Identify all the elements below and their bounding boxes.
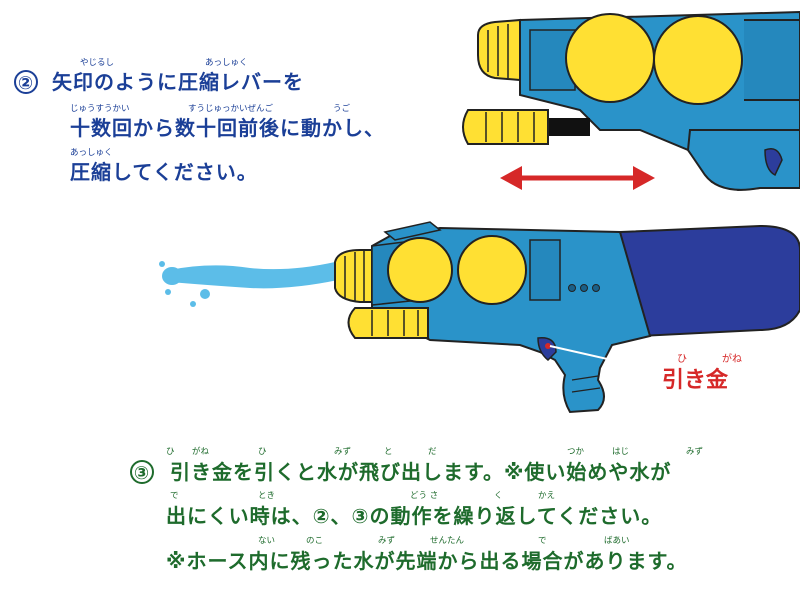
step2-number: ② <box>14 70 38 94</box>
ruby-suujukkai-zengo: すうじゅっかいぜんご <box>188 104 274 114</box>
ruby-asshuku-2: あっしゅく <box>70 148 113 158</box>
top-gun-chamber-1 <box>565 13 655 103</box>
ruby-asshuku-1: あっしゅく <box>205 58 248 68</box>
ruby-s3-mizu3: みず <box>378 536 396 546</box>
bottom-water-gun <box>334 221 800 414</box>
bottom-gun-trigger <box>537 337 557 362</box>
step2-text-1: 矢印のように圧縮レバーを <box>51 70 304 94</box>
trigger-label-text: 引き金 <box>662 368 729 393</box>
water-spray <box>159 261 338 307</box>
top-gun-nozzle <box>477 18 521 82</box>
top-gun-pump-handle <box>462 109 549 145</box>
ruby-s3-baai: ばあい <box>604 536 630 546</box>
ruby-s3-toki: とき <box>258 491 276 501</box>
ruby-s3-dousa: どう さ <box>410 491 439 501</box>
bottom-gun-chamber-1 <box>387 237 453 303</box>
ruby-s3-de2: で <box>538 536 547 546</box>
top-water-gun <box>462 10 800 192</box>
ruby-s3-kae: かえ <box>538 491 556 501</box>
ruby-ugo: うご <box>333 104 351 114</box>
step3-line-1: ③ 引き金を引くと水が飛び出します。※使い始めや水が <box>130 456 671 485</box>
step3-number: ③ <box>130 460 154 484</box>
step3-text-2: 出にくい時は、②、③の動作を繰り返してください。 <box>166 504 663 528</box>
step3-text-3: ※ホース内に残った水が先端から出る場合があります。 <box>166 549 688 573</box>
ruby-s3-gane: がね <box>192 447 210 457</box>
step3-text-1: 引き金を引くと水が飛び出します。※使い始めや水が <box>169 460 672 484</box>
top-gun-chamber-2 <box>653 15 743 105</box>
ruby-gane-trigger: がね <box>722 354 742 365</box>
ruby-s3-tsuka: つか <box>567 447 585 457</box>
ruby-s3-de: で <box>170 491 179 501</box>
bottom-gun-chamber-2 <box>457 235 527 305</box>
ruby-s3-mizu2: みず <box>686 447 704 457</box>
ruby-s3-nai: ない <box>258 536 276 546</box>
ruby-s3-sentan: せんたん <box>430 536 465 546</box>
ruby-s3-ku: く <box>494 491 503 501</box>
bottom-gun-tank <box>618 224 800 338</box>
ruby-s3-haji: はじ <box>612 447 630 457</box>
step2-line-1: ② 矢印のように圧縮レバーを <box>14 66 304 95</box>
ruby-hi-trigger: ひ <box>677 354 687 365</box>
ruby-s3-hi: ひ <box>166 447 175 457</box>
ruby-s3-hi2: ひ <box>258 447 267 457</box>
ruby-s3-noko: のこ <box>306 536 324 546</box>
step2-text-2: 十数回から数十回前後に動かし、 <box>70 116 385 140</box>
ruby-juusuukai: じゅうすうかい <box>70 104 130 114</box>
ruby-s3-mizu: みず <box>334 447 352 457</box>
step2-text-3: 圧縮してください。 <box>70 160 258 184</box>
ruby-s3-to: と <box>384 447 393 457</box>
pump-direction-arrow <box>500 166 655 190</box>
ruby-s3-da: だ <box>428 447 437 457</box>
ruby-yajirushi: やじるし <box>80 58 115 68</box>
bottom-gun-nozzle <box>334 249 373 303</box>
